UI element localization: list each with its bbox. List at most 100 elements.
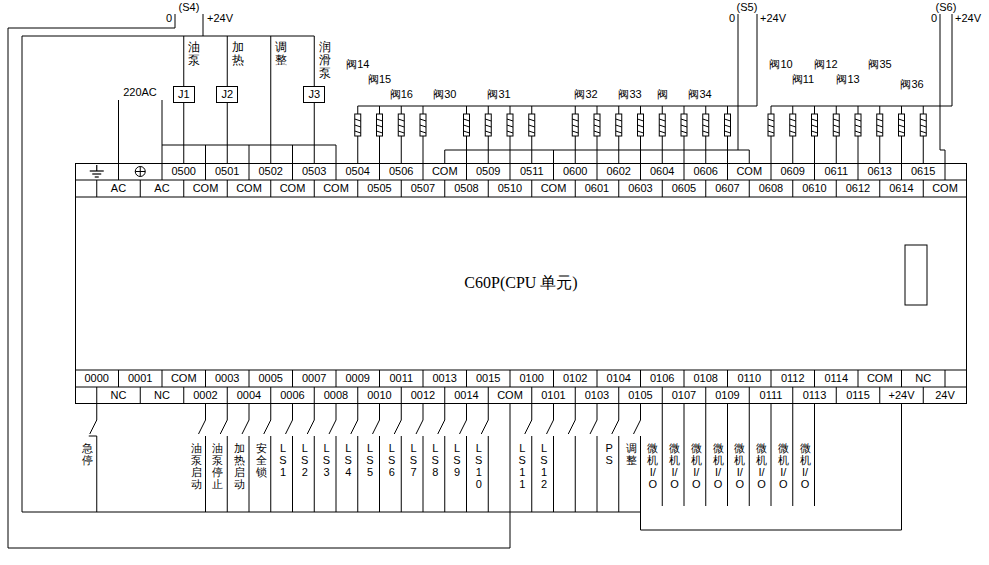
terminal-grid — [96, 180, 97, 197]
terminal-number: 0009 — [346, 372, 370, 385]
terminal-number: 0502 — [259, 165, 283, 178]
input-label: 微机I/O — [713, 442, 724, 490]
terminal-number: 0113 — [803, 389, 827, 402]
coil-hatch — [638, 131, 644, 133]
wire — [640, 404, 641, 420]
coil-body — [920, 114, 926, 136]
wire — [858, 136, 859, 163]
coil-hatch — [725, 119, 731, 121]
coil-symbol — [420, 114, 426, 136]
terminal-number: 0103 — [585, 389, 609, 402]
coil-hatch — [464, 125, 470, 127]
terminal-grid — [879, 387, 880, 404]
terminal-grid — [945, 370, 946, 387]
coil-body — [398, 114, 404, 136]
terminal-grid — [858, 370, 859, 387]
coil-symbol — [485, 114, 491, 136]
coil-body — [420, 114, 426, 136]
input-label: LS10 — [473, 442, 484, 490]
wire — [205, 145, 206, 163]
coil-hatch — [572, 131, 578, 133]
coil-symbol — [812, 114, 818, 136]
switch-blade — [416, 420, 423, 434]
terminal-grid — [118, 370, 119, 387]
switch-blade — [634, 420, 641, 434]
valve-label: 阀35 — [868, 58, 891, 71]
coil-hatch — [855, 131, 861, 133]
coil-hatch — [833, 131, 839, 133]
terminal-grid — [75, 180, 967, 181]
coil-hatch — [833, 119, 839, 121]
terminal-grid — [575, 387, 576, 404]
wire — [423, 106, 424, 114]
coil-symbol — [355, 114, 361, 136]
wire — [423, 436, 424, 512]
wire — [270, 36, 271, 163]
valve-label: 阀10 — [769, 58, 792, 71]
terminal-number: AC — [154, 182, 169, 195]
wire-connector — [183, 103, 184, 163]
input-label: LS3 — [321, 442, 332, 478]
terminal-number: 0013 — [433, 372, 457, 385]
terminal-grid — [96, 387, 97, 404]
wire — [814, 404, 815, 506]
terminal-grid — [684, 163, 685, 180]
coil-hatch — [768, 131, 774, 133]
coil-hatch — [616, 119, 622, 121]
wire — [22, 36, 641, 512]
valve-label: 阀11 — [792, 73, 814, 86]
switch-blade — [264, 420, 271, 434]
terminal-number: COM — [236, 182, 262, 195]
wire — [357, 404, 358, 420]
coil-symbol — [529, 114, 535, 136]
ground-stroke — [96, 165, 97, 171]
terminal-grid — [618, 387, 619, 404]
terminal-grid — [771, 370, 772, 387]
wire — [553, 436, 554, 512]
wire — [597, 106, 598, 114]
wire — [96, 404, 97, 420]
input-label: LS11 — [517, 442, 528, 490]
terminal-number: COM — [432, 165, 458, 178]
terminal-grid — [836, 180, 837, 197]
valve-label: 阀33 — [618, 88, 641, 101]
coil-hatch — [855, 119, 861, 121]
terminal-number: 0509 — [476, 165, 500, 178]
coil-hatch — [594, 125, 600, 127]
output-label: 润滑泵 — [319, 41, 331, 81]
terminal-grid — [292, 163, 293, 180]
coil-hatch — [420, 131, 426, 133]
wire — [336, 436, 337, 512]
terminal-number: 0604 — [650, 165, 674, 178]
relay-box: J1 — [173, 86, 195, 103]
coil-hatch — [355, 125, 361, 127]
switch-blade — [286, 420, 293, 434]
terminal-grid — [923, 387, 924, 404]
relay-box: J3 — [303, 86, 325, 103]
wire — [640, 436, 641, 512]
terminal-number: 0115 — [846, 389, 870, 402]
supply-label: (S6) — [936, 1, 957, 14]
input-label: 微机I/O — [756, 442, 767, 490]
node-text: C60P(CPU 单元) — [464, 273, 577, 294]
wire — [879, 106, 880, 114]
terminal-grid — [792, 387, 793, 404]
coil-hatch — [812, 125, 818, 127]
terminal-number: COM — [280, 182, 306, 195]
valve-label: 阀15 — [368, 73, 391, 86]
coil-hatch — [812, 119, 818, 121]
wire — [379, 404, 380, 420]
coil-hatch — [899, 119, 905, 121]
wire — [879, 136, 880, 163]
switch-blade — [481, 420, 488, 434]
terminal-grid — [466, 370, 467, 387]
coil-hatch — [812, 131, 818, 133]
terminal-number: 0111 — [760, 389, 783, 402]
coil-body — [659, 114, 665, 136]
terminal-grid — [227, 387, 228, 404]
display-window — [905, 245, 927, 305]
terminal-grid — [510, 370, 511, 387]
input-label: LS4 — [343, 442, 354, 478]
coil-hatch — [572, 125, 578, 127]
